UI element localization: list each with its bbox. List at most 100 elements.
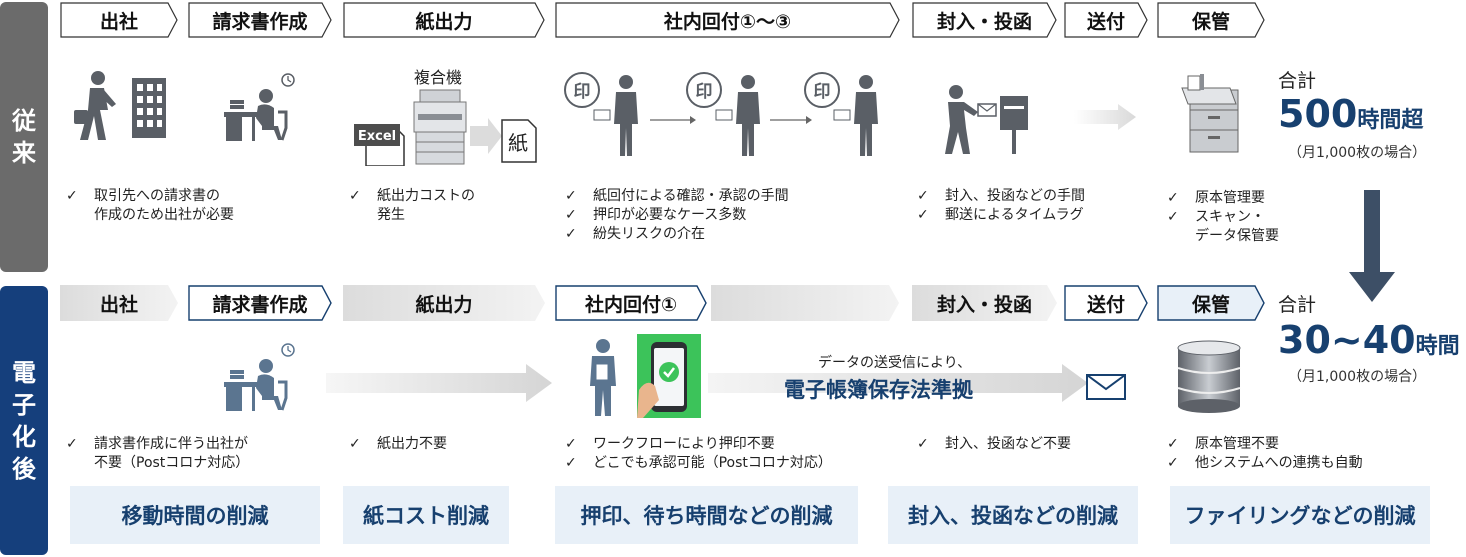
arrow-icon	[1074, 104, 1136, 130]
step-label: 社内回付①～③	[663, 10, 792, 33]
after-step-invoice: 請求書作成	[188, 285, 332, 321]
before-total-label: 合計	[1278, 70, 1317, 92]
down-arrow-icon	[1349, 190, 1395, 302]
step-label: 送付	[1086, 293, 1125, 316]
side-label-after-char: 電	[12, 358, 36, 387]
before-total-unit: 時間超	[1357, 108, 1424, 133]
after-bullets-col3: ✓ ワークフローにより押印不要 ✓ どこでも承認可能（Postコロナ対応）	[565, 435, 832, 473]
desk-worker-icon	[224, 343, 295, 411]
side-label-before: 従 来	[0, 2, 48, 272]
after-total-label: 合計	[1278, 294, 1317, 316]
step-label: 紙出力	[415, 293, 473, 316]
bullet-text: 原本管理不要	[1195, 436, 1279, 452]
bullet-text: 郵送によるタイムラグ	[945, 207, 1084, 223]
side-label-after-char: 化	[12, 422, 36, 451]
before-bullets-col3: ✓ 紙回付による確認・承認の手間 ✓ 押印が必要なケース多数 ✓紛失リスクの介在	[565, 187, 789, 244]
check-icon: ✓	[565, 188, 577, 204]
bullet-text: 押印が必要なケース多数	[593, 207, 747, 223]
side-label-after: 電 子 化 後	[0, 286, 48, 555]
summary-travel-time: 移動時間の削減	[70, 486, 320, 544]
bullet-item: ✓ 郵送によるタイムラグ	[917, 206, 1085, 225]
bullet-text: どこでも承認可能（Postコロナ対応）	[593, 455, 832, 471]
check-icon: ✓	[565, 455, 577, 471]
stamp-circulation-icon: 印 印 印	[564, 72, 878, 156]
check-icon: ✓	[565, 436, 577, 452]
filing-cabinet-icon	[1181, 74, 1239, 153]
bullet-text: 封入、投函など不要	[945, 436, 1071, 452]
before-step-circulation: 社内回付①～③	[555, 2, 900, 38]
bullet-item: ✓ 紙回付による確認・承認の手間	[565, 187, 789, 206]
printer-icon: Excel 紙	[354, 89, 537, 166]
after-step-circulation-skipped	[711, 285, 899, 321]
before-total-value: 500時間超	[1278, 92, 1423, 136]
bullet-item: ✓スキャン・ データ保管要	[1167, 208, 1279, 246]
paper-text: 紙	[508, 131, 528, 155]
check-icon: ✓	[349, 436, 361, 452]
bullet-item: ✓ 取引先への請求書の 作成のため出社が必要	[66, 187, 234, 225]
bullet-text: ワークフローにより押印不要	[593, 436, 775, 452]
summary-filing: ファイリングなどの削減	[1170, 486, 1430, 544]
person-with-document-icon	[590, 339, 616, 416]
after-total-unit: 時間	[1415, 334, 1460, 359]
step-label: 請求書作成	[212, 293, 308, 316]
before-step-enclose: 封入・投函	[912, 2, 1057, 38]
after-bullets-col5: ✓原本管理不要 ✓他システムへの連携も自動	[1167, 435, 1363, 473]
step-label: 請求書作成	[212, 10, 308, 33]
bullet-text: スキャン・ データ保管要	[1195, 209, 1279, 244]
mailbox-posting-icon	[945, 85, 1028, 154]
check-icon: ✓	[565, 226, 577, 242]
step-label: 封入・投函	[936, 10, 1032, 33]
check-icon: ✓	[917, 188, 929, 204]
after-step-print: 紙出力	[343, 285, 545, 321]
ebook-law-compliance: 電子帳簿保存法準拠	[784, 378, 973, 402]
stamp-text: 印	[696, 82, 713, 102]
bullet-item: ✓ どこでも承認可能（Postコロナ対応）	[565, 454, 832, 473]
after-total-number: 30~40	[1278, 318, 1416, 362]
after-bullets-col2: ✓ 紙出力不要	[349, 435, 447, 454]
stamp-text: 印	[574, 82, 591, 102]
check-icon: ✓	[349, 188, 361, 204]
side-label-before-char: 従	[12, 107, 36, 135]
before-bullets-col1: ✓ 取引先への請求書の 作成のため出社が必要	[66, 187, 234, 225]
after-step-store: 保管	[1157, 285, 1265, 321]
commuting-person-icon	[74, 71, 166, 140]
bullet-text: 封入、投函などの手間	[945, 188, 1085, 204]
bullet-text: 他システムへの連携も自動	[1195, 455, 1363, 471]
step-label: 保管	[1191, 293, 1230, 316]
bullet-item: ✓紙出力コストの 発生	[349, 187, 475, 225]
before-step-send: 送付	[1064, 2, 1148, 38]
before-step-print: 紙出力	[343, 2, 545, 38]
bullet-text: 取引先への請求書の 作成のため出社が必要	[94, 188, 234, 223]
bullet-item: ✓ 紙出力不要	[349, 435, 447, 454]
bullet-text: 紙出力不要	[377, 436, 447, 452]
after-step-shukkin: 出社	[60, 285, 178, 321]
check-icon: ✓	[66, 188, 78, 204]
envelope-icon	[1086, 374, 1126, 400]
database-icon	[1177, 340, 1241, 413]
before-total-note: （月1,000枚の場合）	[1288, 145, 1427, 161]
before-step-invoice: 請求書作成	[188, 2, 332, 38]
mfp-label: 複合機	[414, 68, 463, 87]
bullet-text: 請求書作成に伴う出社が 不要（Postコロナ対応）	[94, 436, 250, 471]
bullet-item: ✓原本管理要	[1167, 189, 1279, 208]
before-bullets-col5: ✓原本管理要 ✓スキャン・ データ保管要	[1167, 189, 1279, 246]
stamp-text: 印	[814, 82, 831, 102]
before-bullets-col2: ✓紙出力コストの 発生	[349, 187, 475, 225]
bullet-item: ✓ 封入、投函などの手間	[917, 187, 1085, 206]
data-transfer-note: データの送受信により、	[818, 355, 972, 371]
after-total-note: （月1,000枚の場合）	[1288, 369, 1427, 385]
smartphone-approval-icon	[637, 334, 701, 418]
after-total-value: 30~40時間	[1278, 318, 1460, 362]
side-label-before-char: 来	[12, 139, 36, 167]
before-total-number: 500	[1278, 92, 1358, 136]
summary-enclose: 封入、投函などの削減	[888, 486, 1138, 544]
after-step-enclose: 封入・投函	[912, 285, 1057, 321]
check-icon: ✓	[917, 207, 929, 223]
bullet-text: 原本管理要	[1195, 190, 1265, 206]
step-label: 送付	[1086, 10, 1125, 33]
summary-paper-cost: 紙コスト削減	[343, 486, 509, 544]
bullet-item: ✓紛失リスクの介在	[565, 225, 789, 244]
bullet-item: ✓ ワークフローにより押印不要	[565, 435, 832, 454]
excel-text: Excel	[358, 129, 396, 144]
bullet-text: 紙回付による確認・承認の手間	[593, 188, 789, 204]
